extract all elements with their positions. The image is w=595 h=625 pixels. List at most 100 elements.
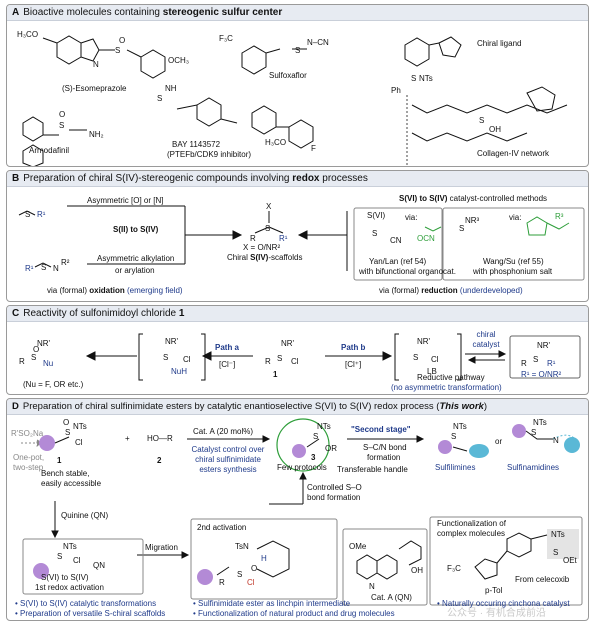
- qn-label: QN: [93, 561, 105, 570]
- s2-to-s4-label: S(II) to S(IV): [113, 225, 159, 234]
- ligand-oxazoline-ring: [438, 36, 462, 58]
- rso2na-label: R'SO₂Na: [11, 429, 44, 438]
- functionalization-label: Functionalization of: [437, 519, 506, 528]
- ts-r: R: [219, 578, 225, 587]
- compound-3-label: 3: [311, 453, 316, 462]
- cmp1-nts: NTs: [73, 422, 87, 431]
- compound-1-d-label: 1: [57, 456, 62, 465]
- bay-triazine-ring: [251, 105, 277, 135]
- bay-benzene-ring: [196, 97, 222, 127]
- ligand-nts: NTs: [419, 74, 433, 83]
- scaffold-r1: R¹: [279, 234, 288, 243]
- celecoxib-s: S: [553, 548, 558, 557]
- qn-n: N: [369, 582, 375, 591]
- cmp3-or: OR: [325, 444, 337, 453]
- ts-cl: Cl: [247, 578, 255, 587]
- yan-via-label: via:: [405, 213, 418, 222]
- esomeprazole-nh: N: [93, 60, 99, 69]
- ts-b-cl: Cl: [431, 355, 439, 364]
- ts-s: S: [237, 570, 242, 579]
- qn-box-cl: Cl: [73, 556, 81, 565]
- armodafinil-phenyl-2: [22, 144, 44, 166]
- sulfoxaflor-label: Sulfoxaflor: [269, 71, 307, 80]
- wang-nr3: NR³: [465, 216, 480, 225]
- qn-ome: OMe: [349, 542, 367, 551]
- yan-ocn: OCN: [417, 234, 435, 243]
- cmp3-nts: NTs: [317, 422, 331, 431]
- sc-bond-label: S–C/N bond: [363, 443, 407, 452]
- s6-s4-label: S(VI) to S(IV): [41, 573, 89, 582]
- prod-c-r1: R¹: [547, 359, 556, 368]
- armodafinil-oxygen: O: [59, 110, 65, 119]
- sulfenamide-s: S: [41, 263, 46, 272]
- cmp1-nr: NR': [281, 339, 295, 348]
- esomeprazole-imidazole-ring: [80, 38, 100, 62]
- controlled-so-label: Controlled S–O: [307, 483, 362, 492]
- cat-a-label: Cat. A (20 mol%): [193, 427, 254, 436]
- wang-ref-label: Wang/Su (ref 55): [483, 257, 544, 266]
- sulfilimines-label: Sulfilimines: [435, 463, 476, 472]
- celecoxib-phenyl: [506, 532, 532, 558]
- sulfilimine-purple-sphere: [438, 440, 452, 454]
- bay-label: BAY 1143572: [172, 140, 221, 149]
- cmp1-s: S: [277, 354, 282, 363]
- ts-h: H: [261, 554, 267, 563]
- product-o: O: [33, 345, 39, 354]
- cmp1-r: R: [265, 357, 271, 366]
- oxidation-caption: via (formal) oxidation (emerging field): [47, 286, 183, 295]
- wang-desc-label: with phosphonium salt: [473, 267, 553, 276]
- ts-a-cl: Cl: [183, 355, 191, 364]
- r1-def-label: R¹ = O/NR²: [521, 370, 562, 379]
- celecoxib-cf3: F₃C: [447, 564, 461, 573]
- path-b-label: Path b: [341, 343, 366, 352]
- wang-s: S: [459, 224, 464, 233]
- panel-c-scheme: NR' S R Nu O NR' S Cl NuH NR' S R Cl NR'…: [19, 333, 581, 381]
- two-step-label: two-step: [13, 463, 44, 472]
- sulfilimine-teal-sphere: [469, 444, 489, 458]
- ts-a-nuh: NuH: [171, 367, 187, 376]
- sulfilimine-s: S: [451, 432, 456, 441]
- product-nu: Nu: [43, 359, 53, 368]
- ts-a-s: S: [163, 353, 168, 362]
- ligand-sulfur: S: [411, 74, 416, 83]
- chiral-scaffolds-label: Chiral S(IV)-scaffolds: [227, 253, 303, 262]
- bench-stable-label: Bench stable,: [41, 469, 90, 478]
- sulfoxaflor-cf3: F₃C: [219, 34, 233, 43]
- prod-c-nr: NR': [537, 341, 551, 350]
- migration-purple-sphere: [197, 569, 213, 585]
- bullet-3: • Sulfinimidate ester as linchpin interm…: [193, 599, 351, 608]
- cmp1-cl: Cl: [291, 357, 299, 366]
- sulfenamide-r1: R¹: [25, 264, 34, 273]
- cmp1-s: S: [65, 428, 70, 437]
- yan-ref-label: Yan/Lan (ref 54): [369, 257, 427, 266]
- transferable-handle-label: Transferable handle: [337, 465, 408, 474]
- sulfilimine-nts: NTs: [453, 422, 467, 431]
- panel-a-structures: S O N OCH₃ H₃CO F₃C S N–CN S NTs Ph S NH…: [17, 30, 568, 166]
- collagen-backbone: [411, 104, 568, 114]
- yan-cn: CN: [390, 236, 402, 245]
- cl-plus-label: [Cl⁺]: [345, 360, 362, 369]
- ts-b-nr: NR': [417, 337, 431, 346]
- migration-label: Migration: [145, 543, 178, 552]
- collagen-sulfur: S: [479, 116, 484, 125]
- bullet-5: • Naturally occuring cinchona catalyst: [437, 599, 570, 608]
- sulfinamidine-purple-sphere: [512, 424, 526, 438]
- cmp3-s: S: [313, 432, 318, 441]
- esomeprazole-pyridine-ring: [140, 49, 166, 79]
- chiral-ligand-label: Chiral ligand: [477, 39, 522, 48]
- esomeprazole-methoxy: OCH₃: [168, 56, 189, 65]
- sulfenamide-n: N: [53, 264, 59, 273]
- cmp3-purple-sphere: [292, 444, 306, 458]
- reduction-caption: via (formal) reduction (underdeveloped): [379, 286, 523, 295]
- bay-sulfur: S: [157, 94, 162, 103]
- scaffold-x: X: [266, 202, 272, 211]
- prod-c-r: R: [521, 359, 527, 368]
- celecoxib-pyrazole: [474, 558, 498, 580]
- or-label: or: [495, 437, 503, 446]
